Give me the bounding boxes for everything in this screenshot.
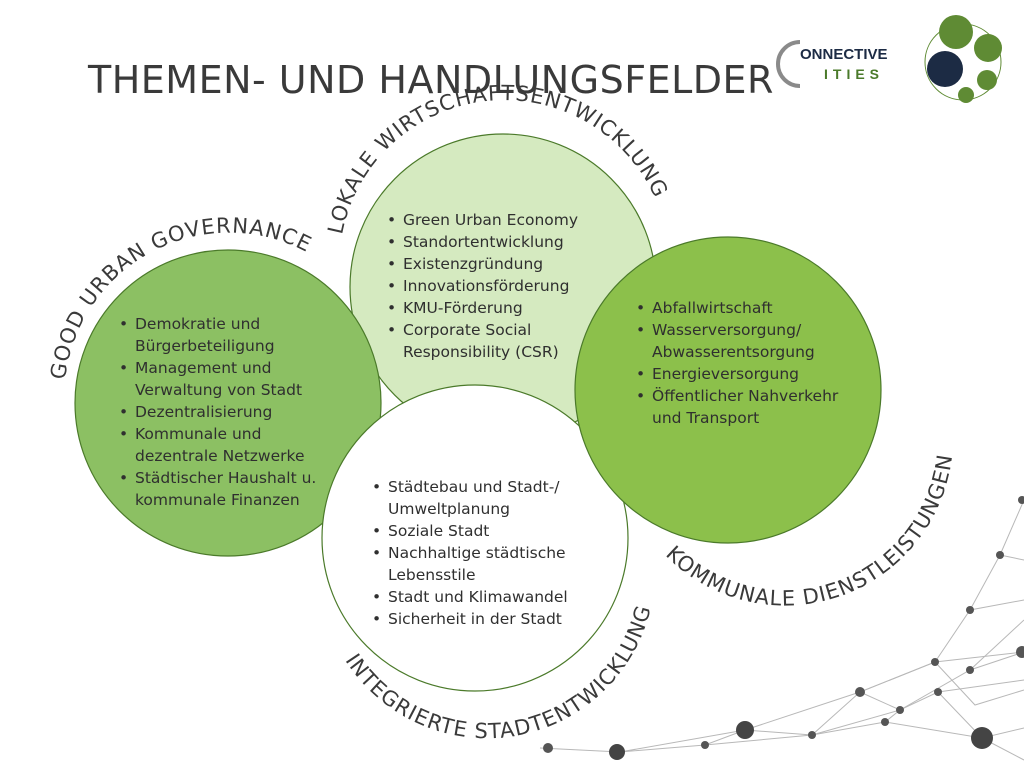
list-item: Green Urban Economy xyxy=(383,209,598,231)
list-item: Sicherheit in der Stadt xyxy=(368,608,593,630)
integrated-list: Städtebau und Stadt-/ Umweltplanung Sozi… xyxy=(368,476,593,630)
list-item: Standortentwicklung xyxy=(383,231,598,253)
list-item: Wasserversorgung/ Abwasserentsorgung xyxy=(632,319,857,363)
list-item: Existenzgründung xyxy=(383,253,598,275)
page-title: THEMEN- UND HANDLUNGSFELDER xyxy=(88,58,774,102)
list-item: Soziale Stadt xyxy=(368,520,593,542)
list-item: Innovationsförderung xyxy=(383,275,598,297)
logo-line-2: ITIES xyxy=(824,66,885,82)
list-item: Öffentlicher Nahverkehr und Transport xyxy=(632,385,857,429)
list-item: Städtischer Haushalt u. kommunale Finanz… xyxy=(115,467,330,511)
list-item: Management und Verwaltung von Stadt xyxy=(115,357,330,401)
list-item: Abfallwirtschaft xyxy=(632,297,857,319)
list-item: Energieversorgung xyxy=(632,363,857,385)
network-nodes xyxy=(543,496,1024,760)
logo-mark xyxy=(776,15,1002,103)
list-item: Kommunale und dezentrale Netzwerke xyxy=(115,423,330,467)
list-item: KMU-Förderung xyxy=(383,297,598,319)
economy-list: Green Urban Economy Standortentwicklung … xyxy=(383,209,598,363)
logo-line-1: ONNECTIVE xyxy=(800,46,888,63)
list-item: Städtebau und Stadt-/ Umweltplanung xyxy=(368,476,593,520)
list-item: Stadt und Klimawandel xyxy=(368,586,593,608)
list-item: Nachhaltige städtische Lebensstile xyxy=(368,542,593,586)
services-list: Abfallwirtschaft Wasserversorgung/ Abwas… xyxy=(632,297,857,429)
list-item: Demokratie und Bürgerbeteiligung xyxy=(115,313,330,357)
list-item: Dezentralisierung xyxy=(115,401,330,423)
list-item: Corporate Social Responsibility (CSR) xyxy=(383,319,598,363)
governance-list: Demokratie und Bürgerbeteiligung Managem… xyxy=(115,313,330,511)
